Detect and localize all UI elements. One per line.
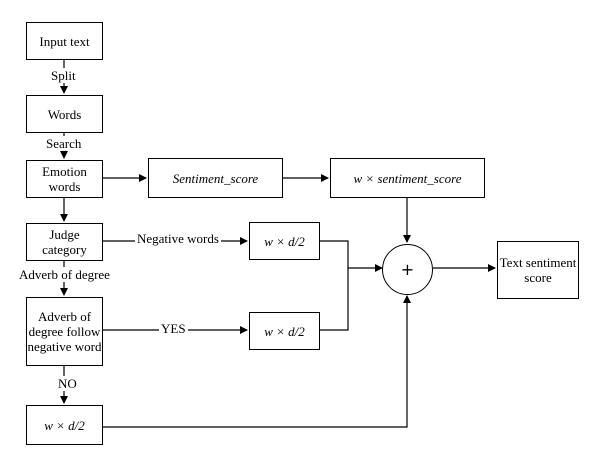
sentiment-score-box: Sentiment_score <box>148 158 283 198</box>
judge-category-box: Judge category <box>26 223 103 261</box>
edge-label-split: Split <box>48 68 79 83</box>
arrow-no-box-to-sum <box>103 295 411 428</box>
yes-weight-box: w × d/2 <box>249 312 320 350</box>
sum-operator-circle: + <box>382 244 433 295</box>
edge-label-no: NO <box>55 376 80 391</box>
negative-weight-box: w × d/2 <box>249 222 320 260</box>
text-sentiment-score-box: Text sentiment score <box>497 241 579 299</box>
no-weight-box: w × d/2 <box>26 405 103 445</box>
edge-label-adverb-of-degree: Adverb of degree <box>17 267 112 282</box>
line-negative-box-to-sum <box>320 240 349 331</box>
edge-label-yes: YES <box>159 321 188 336</box>
input-text-box: Input text <box>26 22 103 60</box>
adverb-follow-negative-box: Adverb of degree follow negative word <box>26 297 103 366</box>
words-box: Words <box>26 95 103 133</box>
emotion-words-box: Emotion words <box>26 160 103 198</box>
weighted-sentiment-score-box: w × sentiment_score <box>330 158 485 198</box>
edge-label-search: Search <box>43 136 85 151</box>
edge-label-negative-words: Negative words <box>135 231 221 246</box>
